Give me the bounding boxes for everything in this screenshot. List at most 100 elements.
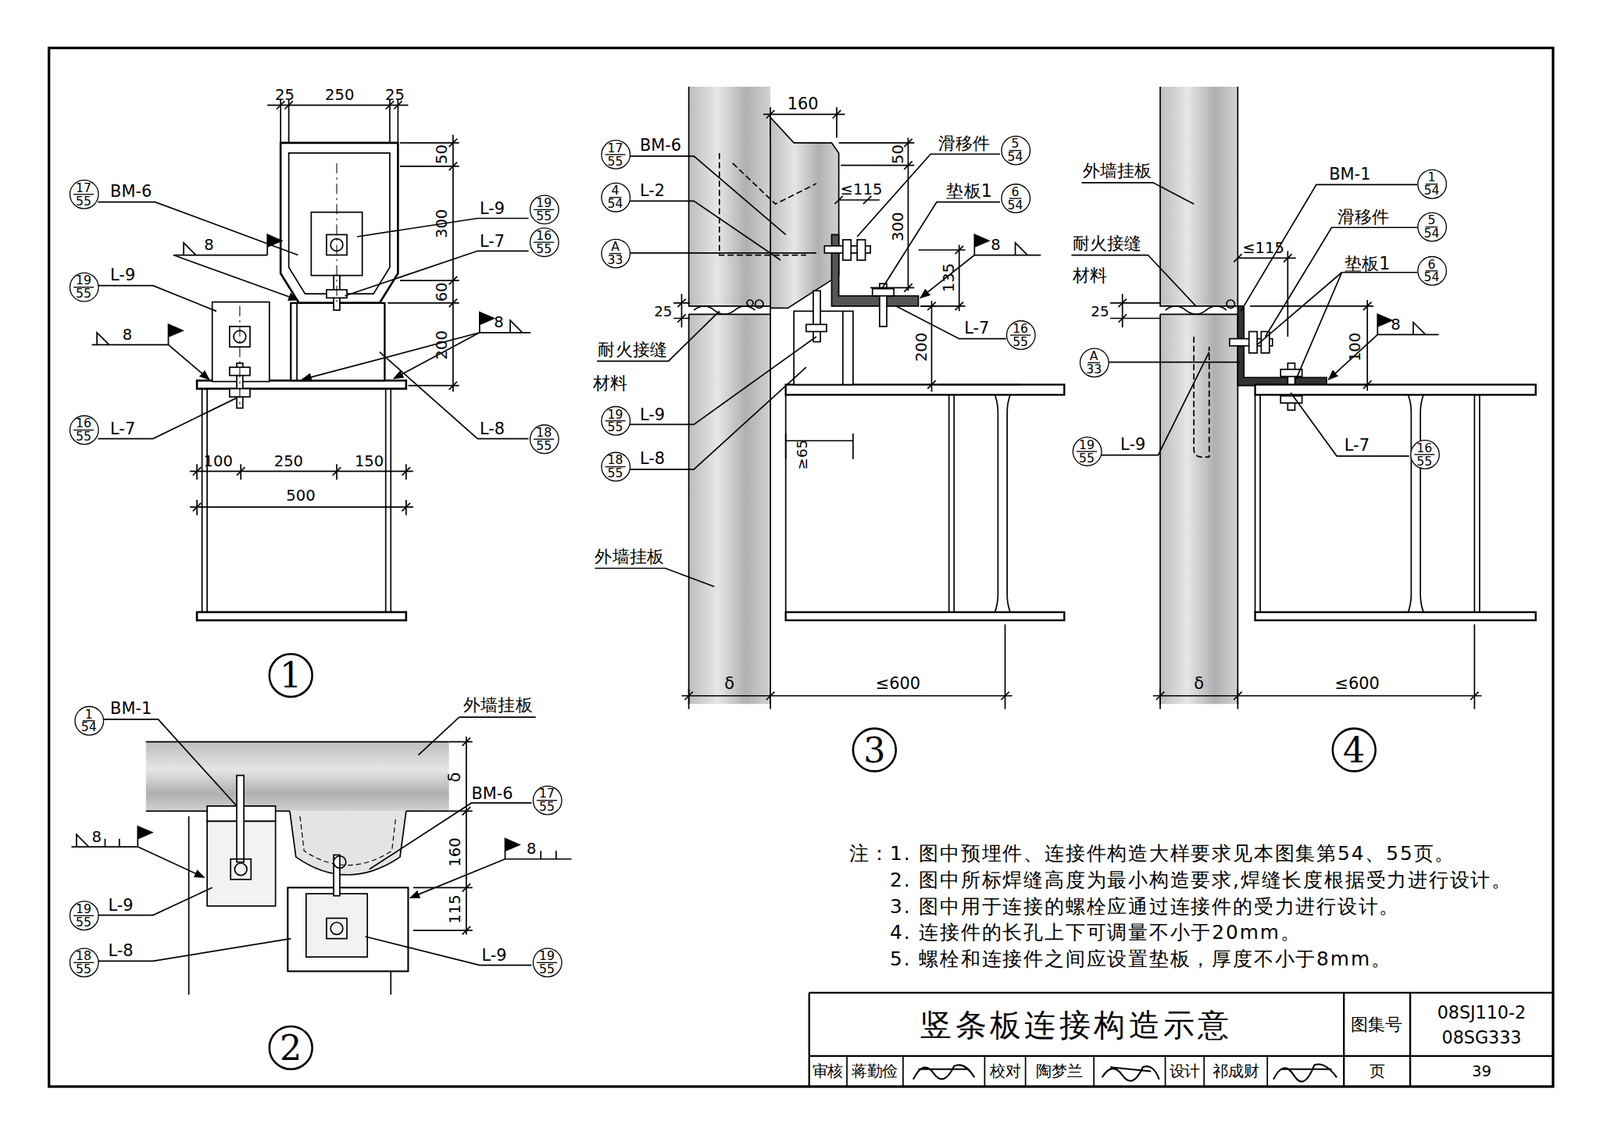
part-label: 8 (526, 840, 536, 858)
drawing-number: 08SJ110-2 (1437, 1002, 1526, 1022)
dimension-text: 115 (446, 894, 465, 924)
callout-number: 19 (1076, 438, 1097, 452)
title-block-cell: 祁成财 (1212, 1062, 1259, 1080)
dimension-text: 50 (433, 143, 451, 164)
title-block-cell: 校对 (989, 1062, 1021, 1080)
callout-circle: 1955 (528, 194, 559, 225)
dimension-text: ≥65 (795, 439, 811, 470)
part-label: ≤600 (1334, 674, 1379, 693)
dimension-text: 200 (912, 332, 930, 361)
callout-number: A (609, 240, 622, 254)
callout-page: 55 (74, 194, 94, 208)
callout-number: 18 (534, 425, 554, 440)
part-label: 25 (275, 85, 295, 104)
part-label: 160 (787, 94, 819, 113)
callout-circle: 1955 (68, 900, 99, 931)
callout-page: 55 (534, 242, 554, 255)
part-label: 250 (325, 85, 354, 104)
dimension-text: 200 (433, 329, 451, 359)
note-text: 3. 图中用于连接的螺栓应通过连接件的受力进行设计。 (889, 895, 1400, 917)
part-label: ≤600 (875, 674, 921, 693)
title-block-cell: 审核 (812, 1062, 843, 1080)
callout-page: 55 (534, 439, 554, 452)
part-label: 8 (203, 235, 214, 254)
callout-number: 6 (1009, 185, 1022, 199)
part-label: 耐火接缝 (1072, 232, 1143, 252)
callout-number: A (1087, 349, 1100, 363)
part-label: L-9 (1120, 435, 1146, 454)
title-block-cell: 蒋勤俭 (851, 1062, 898, 1080)
callout-circle: 1955 (68, 271, 99, 302)
part-label: L-9 (107, 896, 133, 915)
part-label: 25 (1090, 303, 1109, 320)
callout-circle: A33 (600, 238, 631, 268)
callout-number: 19 (74, 274, 94, 288)
part-label: 250 (274, 452, 304, 470)
callout-circle: 554 (1417, 211, 1447, 242)
callout-number: 4 (609, 184, 622, 198)
callout-circle: A33 (1078, 347, 1109, 378)
part-label: 垫板1 (1344, 253, 1391, 273)
part-label: L-2 (639, 181, 665, 200)
callout-page: 54 (78, 721, 99, 734)
callout-circle: 1755 (532, 785, 562, 815)
callout-page: 54 (1421, 271, 1442, 284)
note-text: 4. 连接件的长孔上下可调量不小于20mm。 (889, 921, 1302, 943)
part-label: L-7 (1344, 436, 1370, 455)
callout-page: 55 (74, 915, 94, 929)
callout-number: 17 (74, 181, 94, 195)
part-label: BM-6 (110, 182, 152, 201)
callout-circle: 654 (1417, 255, 1447, 286)
dimension-text: 100 (1346, 332, 1365, 361)
drawing-title: 竖条板连接构造示意 (920, 1007, 1233, 1043)
part-label: 8 (122, 325, 133, 343)
part-label: BM-6 (639, 136, 682, 155)
callout-page: 33 (605, 253, 625, 267)
callout-page: 54 (605, 197, 625, 211)
dimension-text: 135 (940, 262, 958, 292)
title-block-cell: 页 (1369, 1062, 1386, 1080)
part-label: L-9 (479, 200, 505, 218)
detail-number-circle: 1 (268, 653, 314, 698)
callout-circle: 554 (1000, 135, 1031, 165)
dimension-text: 160 (446, 837, 465, 867)
part-label: BM-1 (1328, 165, 1371, 184)
callout-circle: 1655 (1005, 319, 1036, 350)
callout-page: 54 (1005, 150, 1025, 164)
callout-circle: 1655 (1409, 439, 1440, 469)
callout-number: 16 (1010, 321, 1031, 336)
callout-page: 55 (605, 154, 625, 168)
part-label: 外墙挂板 (594, 546, 665, 565)
callout-page: 55 (74, 430, 94, 443)
callout-page: 55 (1076, 451, 1097, 465)
callout-number: 17 (536, 787, 557, 801)
drawing-number: 图集号 (1350, 1014, 1404, 1034)
part-label: δ (724, 674, 735, 693)
callout-circle: 1855 (68, 947, 99, 978)
callout-page: 55 (536, 800, 557, 814)
part-label: 材料 (1072, 265, 1108, 285)
callout-number: 16 (534, 228, 554, 243)
title-block-cell: 设计 (1169, 1062, 1200, 1080)
part-label: 8 (493, 314, 504, 332)
callout-circle: 1755 (68, 178, 99, 209)
part-label: 垫板1 (946, 181, 993, 200)
part-label: L-7 (110, 420, 136, 439)
callout-page: 54 (1005, 198, 1025, 211)
callout-number: 16 (1414, 441, 1435, 455)
part-label: 8 (990, 235, 1000, 254)
part-label: BM-1 (110, 700, 152, 718)
dimension-text: 300 (433, 208, 451, 238)
callout-page: 55 (1010, 335, 1031, 348)
callout-page: 55 (605, 421, 625, 434)
detail-number-circle: 4 (1331, 727, 1376, 772)
title-block-cell: 39 (1471, 1062, 1492, 1080)
callout-page: 33 (1084, 362, 1104, 375)
note-text: 注： (849, 842, 892, 864)
part-label: L-8 (479, 420, 505, 439)
callout-circle: 454 (600, 182, 631, 212)
part-label: L-8 (107, 942, 133, 961)
callout-page: 54 (1421, 227, 1442, 240)
part-label: BM-6 (471, 784, 513, 803)
